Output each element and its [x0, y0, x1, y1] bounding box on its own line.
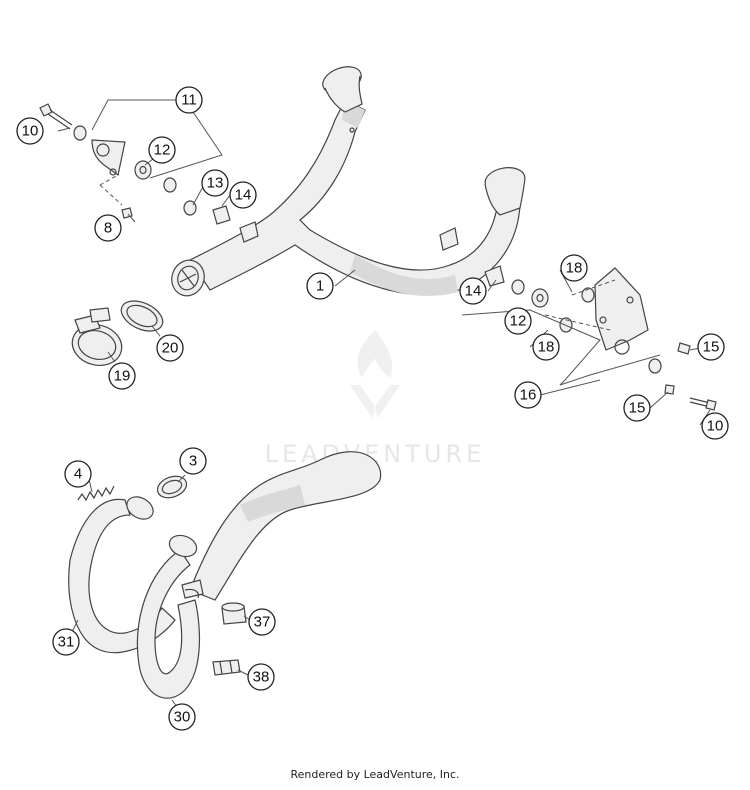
svg-text:1: 1 [316, 278, 324, 295]
callout-10-left: 10 [16, 117, 44, 145]
small-parts [77, 475, 247, 676]
callout-1: 1 [306, 272, 334, 300]
callout-11: 11 [175, 86, 203, 114]
callout-4: 4 [64, 460, 92, 488]
flame-logo-icon [350, 330, 400, 418]
callout-14-left: 14 [229, 181, 257, 209]
footer-credit: Rendered by LeadVenture, Inc. [290, 768, 460, 781]
svg-text:12: 12 [154, 142, 171, 159]
svg-text:8: 8 [104, 220, 112, 237]
svg-text:18: 18 [538, 339, 555, 356]
callout-20: 20 [156, 334, 184, 362]
svg-text:3: 3 [189, 453, 197, 470]
svg-text:11: 11 [181, 92, 197, 109]
callout-15-right: 15 [697, 333, 725, 361]
svg-text:15: 15 [703, 339, 720, 356]
callout-19: 19 [108, 362, 136, 390]
svg-text:12: 12 [510, 313, 527, 330]
callout-12-right: 12 [504, 307, 532, 335]
callout-14-right: 14 [459, 277, 487, 305]
callout-13: 13 [201, 169, 229, 197]
leadventure-watermark: LEADVENTURE [265, 330, 481, 468]
callout-18-top: 18 [560, 254, 588, 282]
y-pipe-manifold [171, 66, 526, 297]
svg-text:15: 15 [629, 400, 646, 417]
svg-text:10: 10 [707, 418, 724, 435]
callout-10-right: 10 [701, 412, 729, 440]
callout-3: 3 [179, 447, 207, 475]
callout-31: 31 [52, 628, 80, 656]
callout-18-bottom: 18 [532, 333, 560, 361]
callout-16: 16 [514, 381, 542, 409]
callout-30: 30 [168, 703, 196, 731]
svg-text:30: 30 [174, 709, 191, 726]
svg-text:13: 13 [207, 175, 224, 192]
callout-8: 8 [94, 214, 122, 242]
svg-text:18: 18 [566, 260, 583, 277]
svg-text:37: 37 [254, 614, 271, 631]
svg-text:4: 4 [74, 466, 82, 483]
svg-text:16: 16 [520, 387, 537, 404]
svg-text:10: 10 [22, 123, 39, 140]
svg-text:14: 14 [465, 283, 482, 300]
lower-header-pipes [68, 451, 382, 699]
callout-15-bottom: 15 [623, 394, 651, 422]
left-bracket-hardware [39, 103, 231, 225]
callout-12-left: 12 [148, 136, 176, 164]
svg-text:14: 14 [235, 187, 252, 204]
svg-text:19: 19 [114, 368, 131, 385]
callout-37: 37 [248, 608, 276, 636]
svg-text:38: 38 [253, 669, 270, 686]
clamp-and-sleeve [71, 300, 164, 366]
svg-text:31: 31 [58, 634, 75, 651]
callout-38: 38 [247, 663, 275, 691]
svg-text:20: 20 [162, 340, 179, 357]
